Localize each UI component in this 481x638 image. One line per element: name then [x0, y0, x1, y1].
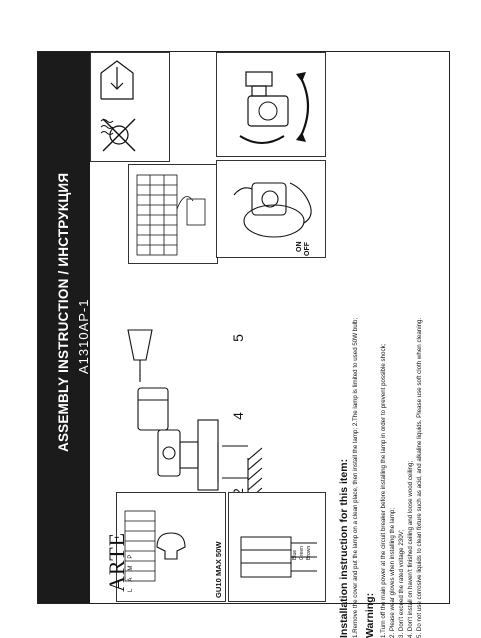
terminal-wiring-panel — [128, 164, 218, 264]
warning-item-3: 3. Don't exceed the rated voltage 230V; — [398, 529, 405, 638]
warning-item-2: 2. Please wear gloves when installing th… — [389, 507, 396, 638]
no-moisture-icon — [100, 118, 136, 152]
switch-panel — [216, 160, 326, 258]
instruction-sheet: ASSEMBLY INSTRUCTION / ИНСТРУКЦИЯ A1310A… — [37, 51, 450, 638]
brand-tagline: LAMP — [128, 547, 134, 592]
wire-label-green: Green — [299, 546, 305, 560]
page-title: ASSEMBLY INSTRUCTION / ИНСТРУКЦИЯ — [56, 172, 71, 452]
warning-item-5: 5. Do not use corrosive liquids to clean… — [416, 317, 423, 638]
wiring-diagram-panel — [228, 492, 326, 602]
rotation-panel — [216, 52, 326, 157]
switch-hand-drawing — [233, 182, 312, 238]
header-band — [38, 52, 90, 603]
instructions-line-1: 1.Remove the cover and put the lamp on a… — [352, 317, 359, 638]
switch-off-label: OFF — [304, 242, 311, 256]
warning-title: Warning: — [364, 592, 376, 638]
bulb-gu10-icon — [156, 532, 186, 560]
terminal-block-drawing — [136, 174, 206, 256]
warning-item-4: 4. Don't install on haven't finished cei… — [407, 460, 414, 638]
wire-label-brown: Brown — [306, 545, 312, 560]
switch-on-label: ON — [296, 241, 303, 253]
step-number-4: 4 — [229, 412, 246, 420]
model-number: A1310AP-1 — [76, 298, 91, 375]
bulb-spec-panel — [116, 492, 226, 602]
warning-item-1: 1.Turn off the main power at the circuit… — [380, 343, 387, 638]
instructions-title: Installation instruction for this item: — [338, 458, 350, 638]
environment-icons-panel — [90, 52, 170, 162]
bulb-spec-label: GU10 MAX 50W — [214, 541, 223, 598]
lamp-head-rotation-drawing — [239, 71, 310, 144]
step-number-5: 5 — [229, 334, 246, 342]
indoor-use-icon — [100, 60, 134, 100]
terminal-detail-drawing — [124, 510, 156, 582]
wiring-diagram — [240, 536, 317, 578]
assembly-drawing — [127, 329, 263, 506]
brand-logo: ARTE — [104, 531, 129, 592]
wire-label-blue: Blue — [292, 549, 298, 560]
